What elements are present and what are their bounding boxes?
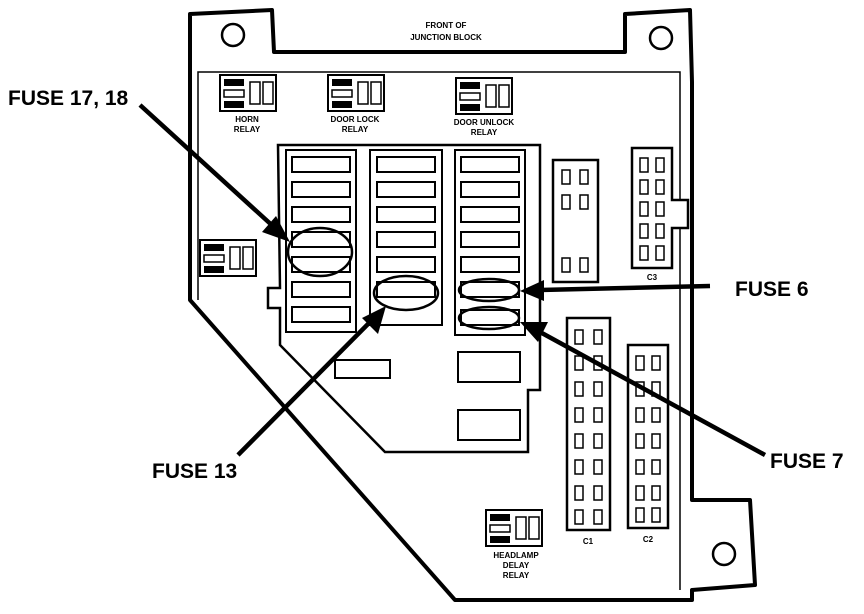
headlamp-delay-relay: HEADLAMP DELAY RELAY <box>485 509 543 580</box>
fuse-column-left <box>285 149 357 333</box>
headlamp-delay-relay-label-3: RELAY <box>503 571 530 580</box>
lower-cavity-right-bottom <box>457 409 521 441</box>
door-lock-relay: DOOR LOCK RELAY <box>327 74 385 134</box>
callout-fuse-6: FUSE 6 <box>735 278 809 301</box>
fuse-column-right <box>454 149 526 336</box>
lower-cavity-left <box>334 359 391 379</box>
fuse-column-middle <box>369 149 443 326</box>
door-lock-relay-label-2: RELAY <box>342 125 369 134</box>
connector-c1-label: C1 <box>583 537 594 546</box>
junction-block-label: JUNCTION BLOCK <box>410 33 482 42</box>
fuse-7-highlight <box>457 305 521 331</box>
fuse-panel-outline <box>266 143 542 454</box>
lower-cavity-right-top <box>457 351 521 383</box>
mounting-hole-top-left <box>220 22 246 48</box>
fuse-13-highlight <box>372 274 440 312</box>
callout-fuse-7: FUSE 7 <box>770 450 844 473</box>
arrow-fuse-7 <box>520 322 767 457</box>
inner-housing-edge <box>197 71 681 590</box>
front-of-label: FRONT OF <box>426 21 467 30</box>
headlamp-delay-relay-label-1: HEADLAMP <box>493 551 539 560</box>
connector-c3: C3 <box>630 146 690 282</box>
fuse-17-18-highlight <box>286 226 354 278</box>
door-lock-relay-label-1: DOOR LOCK <box>331 115 380 124</box>
arrow-fuse-17-18 <box>138 103 290 242</box>
door-unlock-relay-label-2: RELAY <box>471 128 498 137</box>
fuse-6-highlight <box>457 277 521 303</box>
connector-upper-left <box>551 158 600 284</box>
door-unlock-relay-label-1: DOOR UNLOCK <box>454 118 515 127</box>
connector-c2-label: C2 <box>643 535 654 544</box>
horn-relay-label-1: HORN <box>235 115 259 124</box>
headlamp-delay-relay-label-2: DELAY <box>503 561 530 570</box>
arrow-fuse-6 <box>520 280 711 301</box>
horn-relay-label-2: RELAY <box>234 125 261 134</box>
horn-relay: HORN RELAY <box>219 74 277 134</box>
side-relay <box>199 239 257 277</box>
connector-c2: C2 <box>626 343 670 544</box>
connector-c3-label: C3 <box>647 273 658 282</box>
connector-c1: C1 <box>565 316 612 546</box>
callout-fuse-17-18: FUSE 17, 18 <box>8 87 129 110</box>
callout-fuse-13: FUSE 13 <box>152 460 237 483</box>
mounting-hole-top-right <box>648 25 674 51</box>
mounting-hole-bottom-right <box>711 541 737 567</box>
arrow-fuse-13 <box>236 306 386 457</box>
door-unlock-relay: DOOR UNLOCK RELAY <box>454 77 515 137</box>
